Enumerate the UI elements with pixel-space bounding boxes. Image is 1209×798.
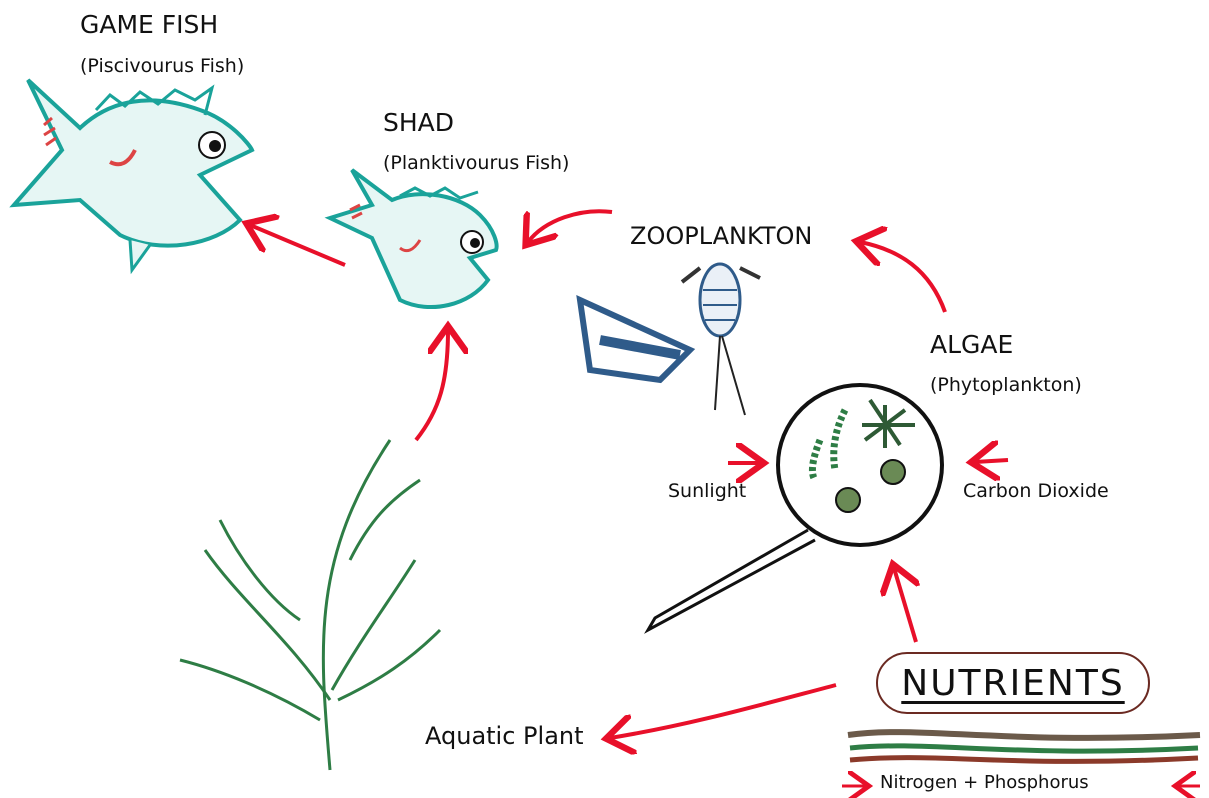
magnifier-icon — [648, 385, 942, 630]
shad-title: SHAD — [383, 108, 454, 137]
arrow-nutrients-to-plant — [610, 685, 836, 738]
game-fish-icon — [14, 80, 252, 270]
algae-title: ALGAE — [930, 330, 1013, 359]
arrow-algae-to-zooplankton — [860, 242, 945, 312]
zooplankton-title: ZOOPLANKTON — [630, 222, 812, 250]
arrow-nutrients-to-algae — [894, 568, 916, 642]
algae-cells-icon — [812, 400, 915, 512]
shad-fish-icon — [330, 170, 497, 307]
shad-subtitle: (Planktivourus Fish) — [383, 152, 569, 174]
aquatic-plant-icon — [180, 440, 440, 770]
sunlight-label: Sunlight — [668, 480, 746, 502]
game-fish-subtitle: (Piscivourus Fish) — [80, 55, 244, 77]
arrow-zooplankton-to-shad — [528, 211, 612, 242]
arrow-shad-to-gamefish — [250, 225, 345, 265]
nitrogen-phosphorus-label: Nitrogen + Phosphorus — [880, 772, 1089, 793]
algae-subtitle: (Phytoplankton) — [930, 374, 1082, 396]
aquatic-plant-label: Aquatic Plant — [425, 722, 584, 750]
sediment-icon — [848, 732, 1200, 761]
carbon-dioxide-label: Carbon Dioxide — [963, 480, 1109, 502]
nutrients-title: NUTRIENTS — [901, 663, 1124, 704]
zooplankton-icon — [580, 264, 760, 415]
game-fish-title: GAME FISH — [80, 10, 218, 39]
arrow-co2 — [975, 460, 1008, 462]
arrow-plant-to-shad — [416, 330, 448, 440]
nutrients-box: NUTRIENTS — [876, 652, 1150, 714]
